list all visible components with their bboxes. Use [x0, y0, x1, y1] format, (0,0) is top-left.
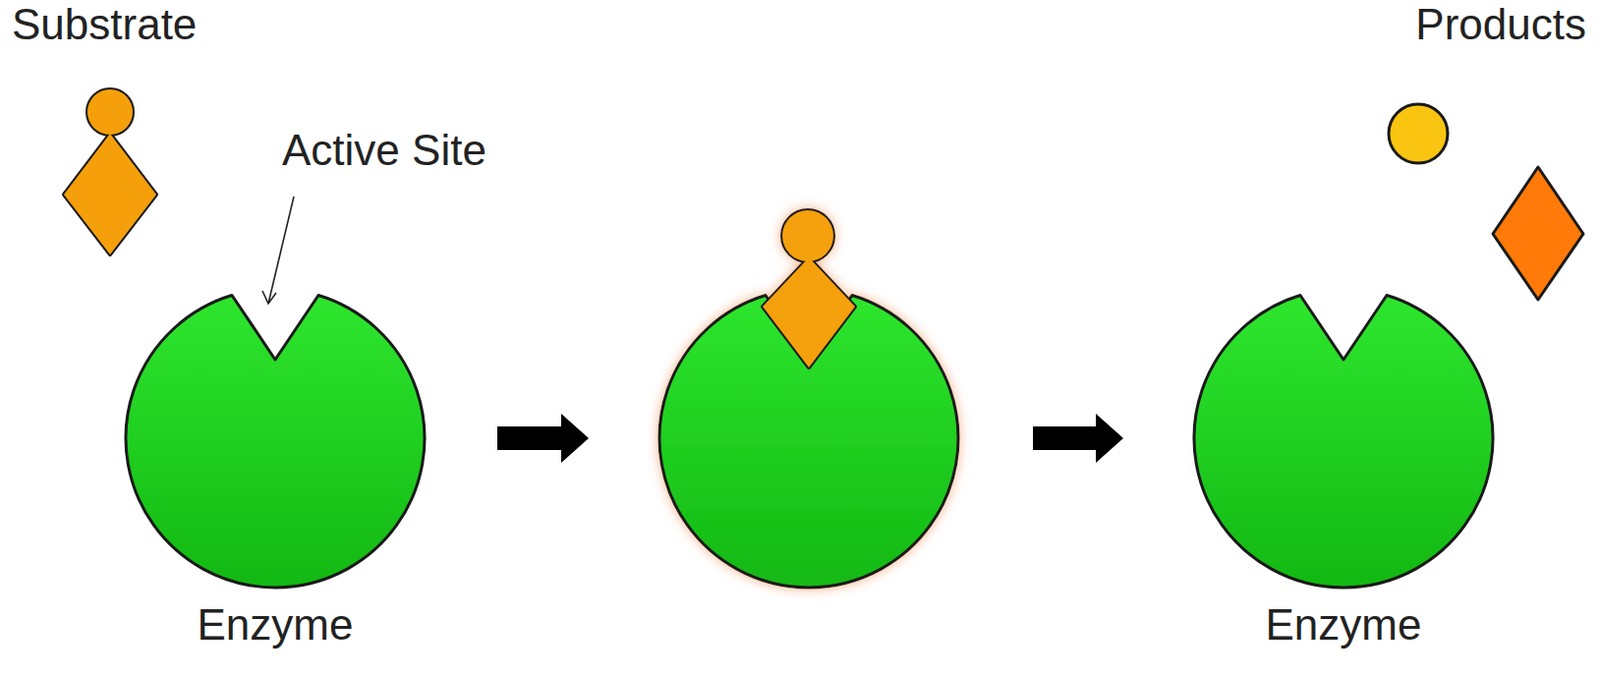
node-label: Enzyme: [1191, 600, 1496, 651]
step-arrow: [497, 413, 589, 463]
enzyme-node: Enzyme: [122, 285, 428, 651]
enzyme-substrate-complex: [659, 210, 959, 588]
products-label: Products: [1415, 0, 1587, 51]
step-arrow: [1032, 413, 1124, 463]
node-label: Enzyme: [122, 600, 428, 651]
leader-line: [262, 196, 294, 304]
active-site-label: Active Site: [282, 125, 487, 176]
product-diamond: [1492, 167, 1584, 300]
enzyme-shape: [1194, 295, 1493, 588]
substrate-shape: [63, 89, 157, 255]
enzyme-shape: [125, 295, 425, 588]
node-label: Substrate: [5, 0, 223, 51]
product-circle: [1388, 104, 1448, 164]
enzyme-node: Enzyme: [1191, 285, 1496, 651]
substrate-node: Substrate: [5, 0, 223, 258]
